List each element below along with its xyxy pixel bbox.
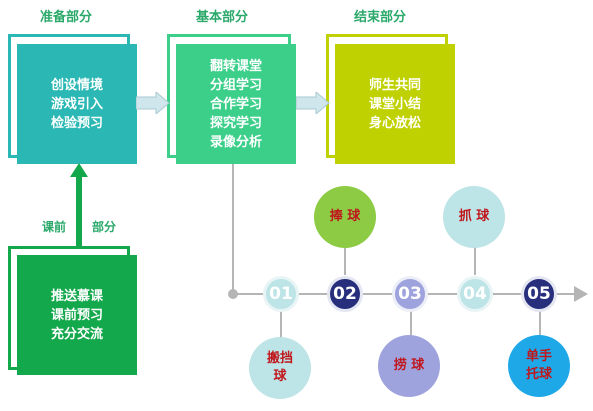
timeline-drop-line <box>232 164 234 294</box>
preclass-line-2: 课前预习 <box>50 307 103 323</box>
timeline-arrow-icon <box>574 286 588 302</box>
skill-one-hand-label-2: 托球 <box>525 367 552 382</box>
skill-block-label-2: 球 <box>273 369 287 384</box>
basic-line-4: 探究学习 <box>209 115 262 131</box>
basic-box: 翻转课堂 分组学习 合作学习 探究学习 录像分析 <box>176 44 296 164</box>
end-line-3: 身心放松 <box>368 115 421 131</box>
prep-line-3: 检验预习 <box>50 115 103 131</box>
basic-line-1: 翻转课堂 <box>209 58 262 74</box>
preclass-line-3: 充分交流 <box>50 326 103 342</box>
heading-basic: 基本部分 <box>196 10 249 25</box>
heading-end: 结束部分 <box>354 10 407 25</box>
label-section: 部分 <box>92 220 117 234</box>
skill-block: 搬挡 球 <box>249 337 311 399</box>
arrow-preclass-to-prep <box>70 163 88 251</box>
step-04: 04 <box>457 276 493 312</box>
skill-scoop: 捞 球 <box>378 335 440 397</box>
step-03: 03 <box>392 276 428 312</box>
connector-03 <box>410 311 412 335</box>
skill-one-hand: 单手 托球 <box>508 335 570 397</box>
step-01-label: 01 <box>269 284 293 304</box>
basic-line-3: 合作学习 <box>209 96 262 112</box>
skill-grab-label: 抓 球 <box>458 209 490 224</box>
skill-grab: 抓 球 <box>443 186 505 248</box>
step-05: 05 <box>521 276 557 312</box>
step-02-label: 02 <box>333 284 357 304</box>
connector-01 <box>280 311 282 337</box>
prep-line-1: 创设情境 <box>50 77 103 93</box>
timeline-start-dot <box>228 289 238 299</box>
preclass-box: 推送慕课 课前预习 充分交流 <box>17 255 137 375</box>
end-line-2: 课堂小结 <box>368 96 421 112</box>
heading-prep: 准备部分 <box>40 10 93 25</box>
prep-box: 创设情境 游戏引入 检验预习 <box>17 44 137 164</box>
arrow-prep-to-basic <box>136 92 170 114</box>
step-04-label: 04 <box>463 284 487 304</box>
skill-catch-hold: 捧 球 <box>314 186 376 248</box>
basic-line-2: 分组学习 <box>209 77 262 93</box>
skill-catch-hold-label: 捧 球 <box>329 209 361 224</box>
prep-line-2: 游戏引入 <box>50 96 103 112</box>
end-box: 师生共同 课堂小结 身心放松 <box>335 44 455 164</box>
preclass-line-1: 推送慕课 <box>50 288 103 304</box>
step-02: 02 <box>327 276 363 312</box>
arrow-basic-to-end <box>296 92 330 114</box>
connector-05 <box>539 311 541 335</box>
connector-04 <box>474 245 476 275</box>
label-pre-class: 课前 <box>42 220 67 234</box>
end-line-1: 师生共同 <box>368 77 421 93</box>
connector-02 <box>344 245 346 275</box>
skill-scoop-label: 捞 球 <box>393 358 425 373</box>
step-03-label: 03 <box>398 284 422 304</box>
skill-one-hand-label-1: 单手 <box>525 349 552 364</box>
basic-line-5: 录像分析 <box>209 134 262 150</box>
step-01: 01 <box>263 276 299 312</box>
skill-block-label-1: 搬挡 <box>266 351 293 366</box>
step-05-label: 05 <box>527 284 551 304</box>
